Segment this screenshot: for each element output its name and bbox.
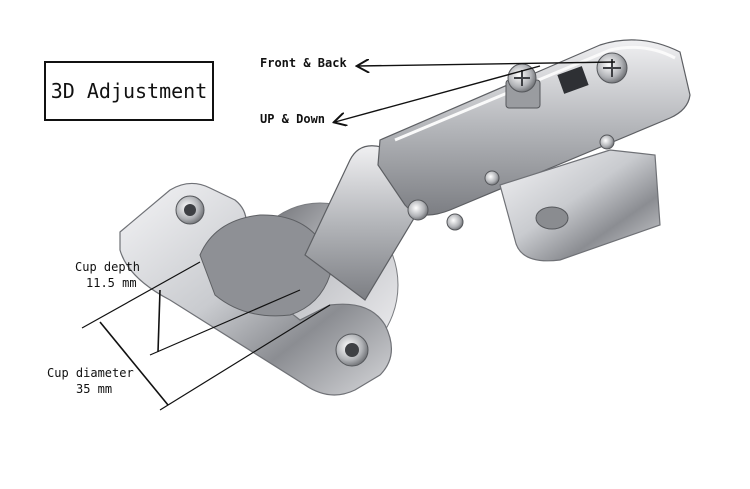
front-back-label: Front & Back xyxy=(260,56,347,70)
up-down-label: UP & Down xyxy=(260,112,326,126)
rivet-2 xyxy=(484,170,500,186)
cup-diameter-indicator xyxy=(99,321,169,406)
cup-depth-indicator xyxy=(157,289,161,353)
page-title: 3D Adjustment xyxy=(50,79,208,103)
base-plate-hole xyxy=(535,206,569,230)
up-down-screw-icon xyxy=(596,52,628,84)
front-back-screw-icon xyxy=(505,63,541,109)
rivet-4 xyxy=(446,213,464,231)
cup-diameter-value: 35 mm xyxy=(76,382,113,396)
front-back-arrow xyxy=(358,62,616,66)
rivet-1 xyxy=(407,199,429,221)
up-down-arrow xyxy=(335,65,541,122)
cup-depth-label: Cup depth xyxy=(75,260,141,274)
hinge-base-plate xyxy=(499,149,661,262)
cup-diameter-label: Cup diameter xyxy=(47,366,134,380)
diameter-guide-bottom xyxy=(159,304,331,411)
diameter-guide-top xyxy=(81,261,201,329)
rivet-3 xyxy=(599,134,615,150)
depth-guide xyxy=(149,289,301,356)
adjustment-slot xyxy=(557,66,589,94)
cup-depth-value: 11.5 mm xyxy=(86,276,137,290)
title-box: 3D Adjustment xyxy=(44,61,214,121)
